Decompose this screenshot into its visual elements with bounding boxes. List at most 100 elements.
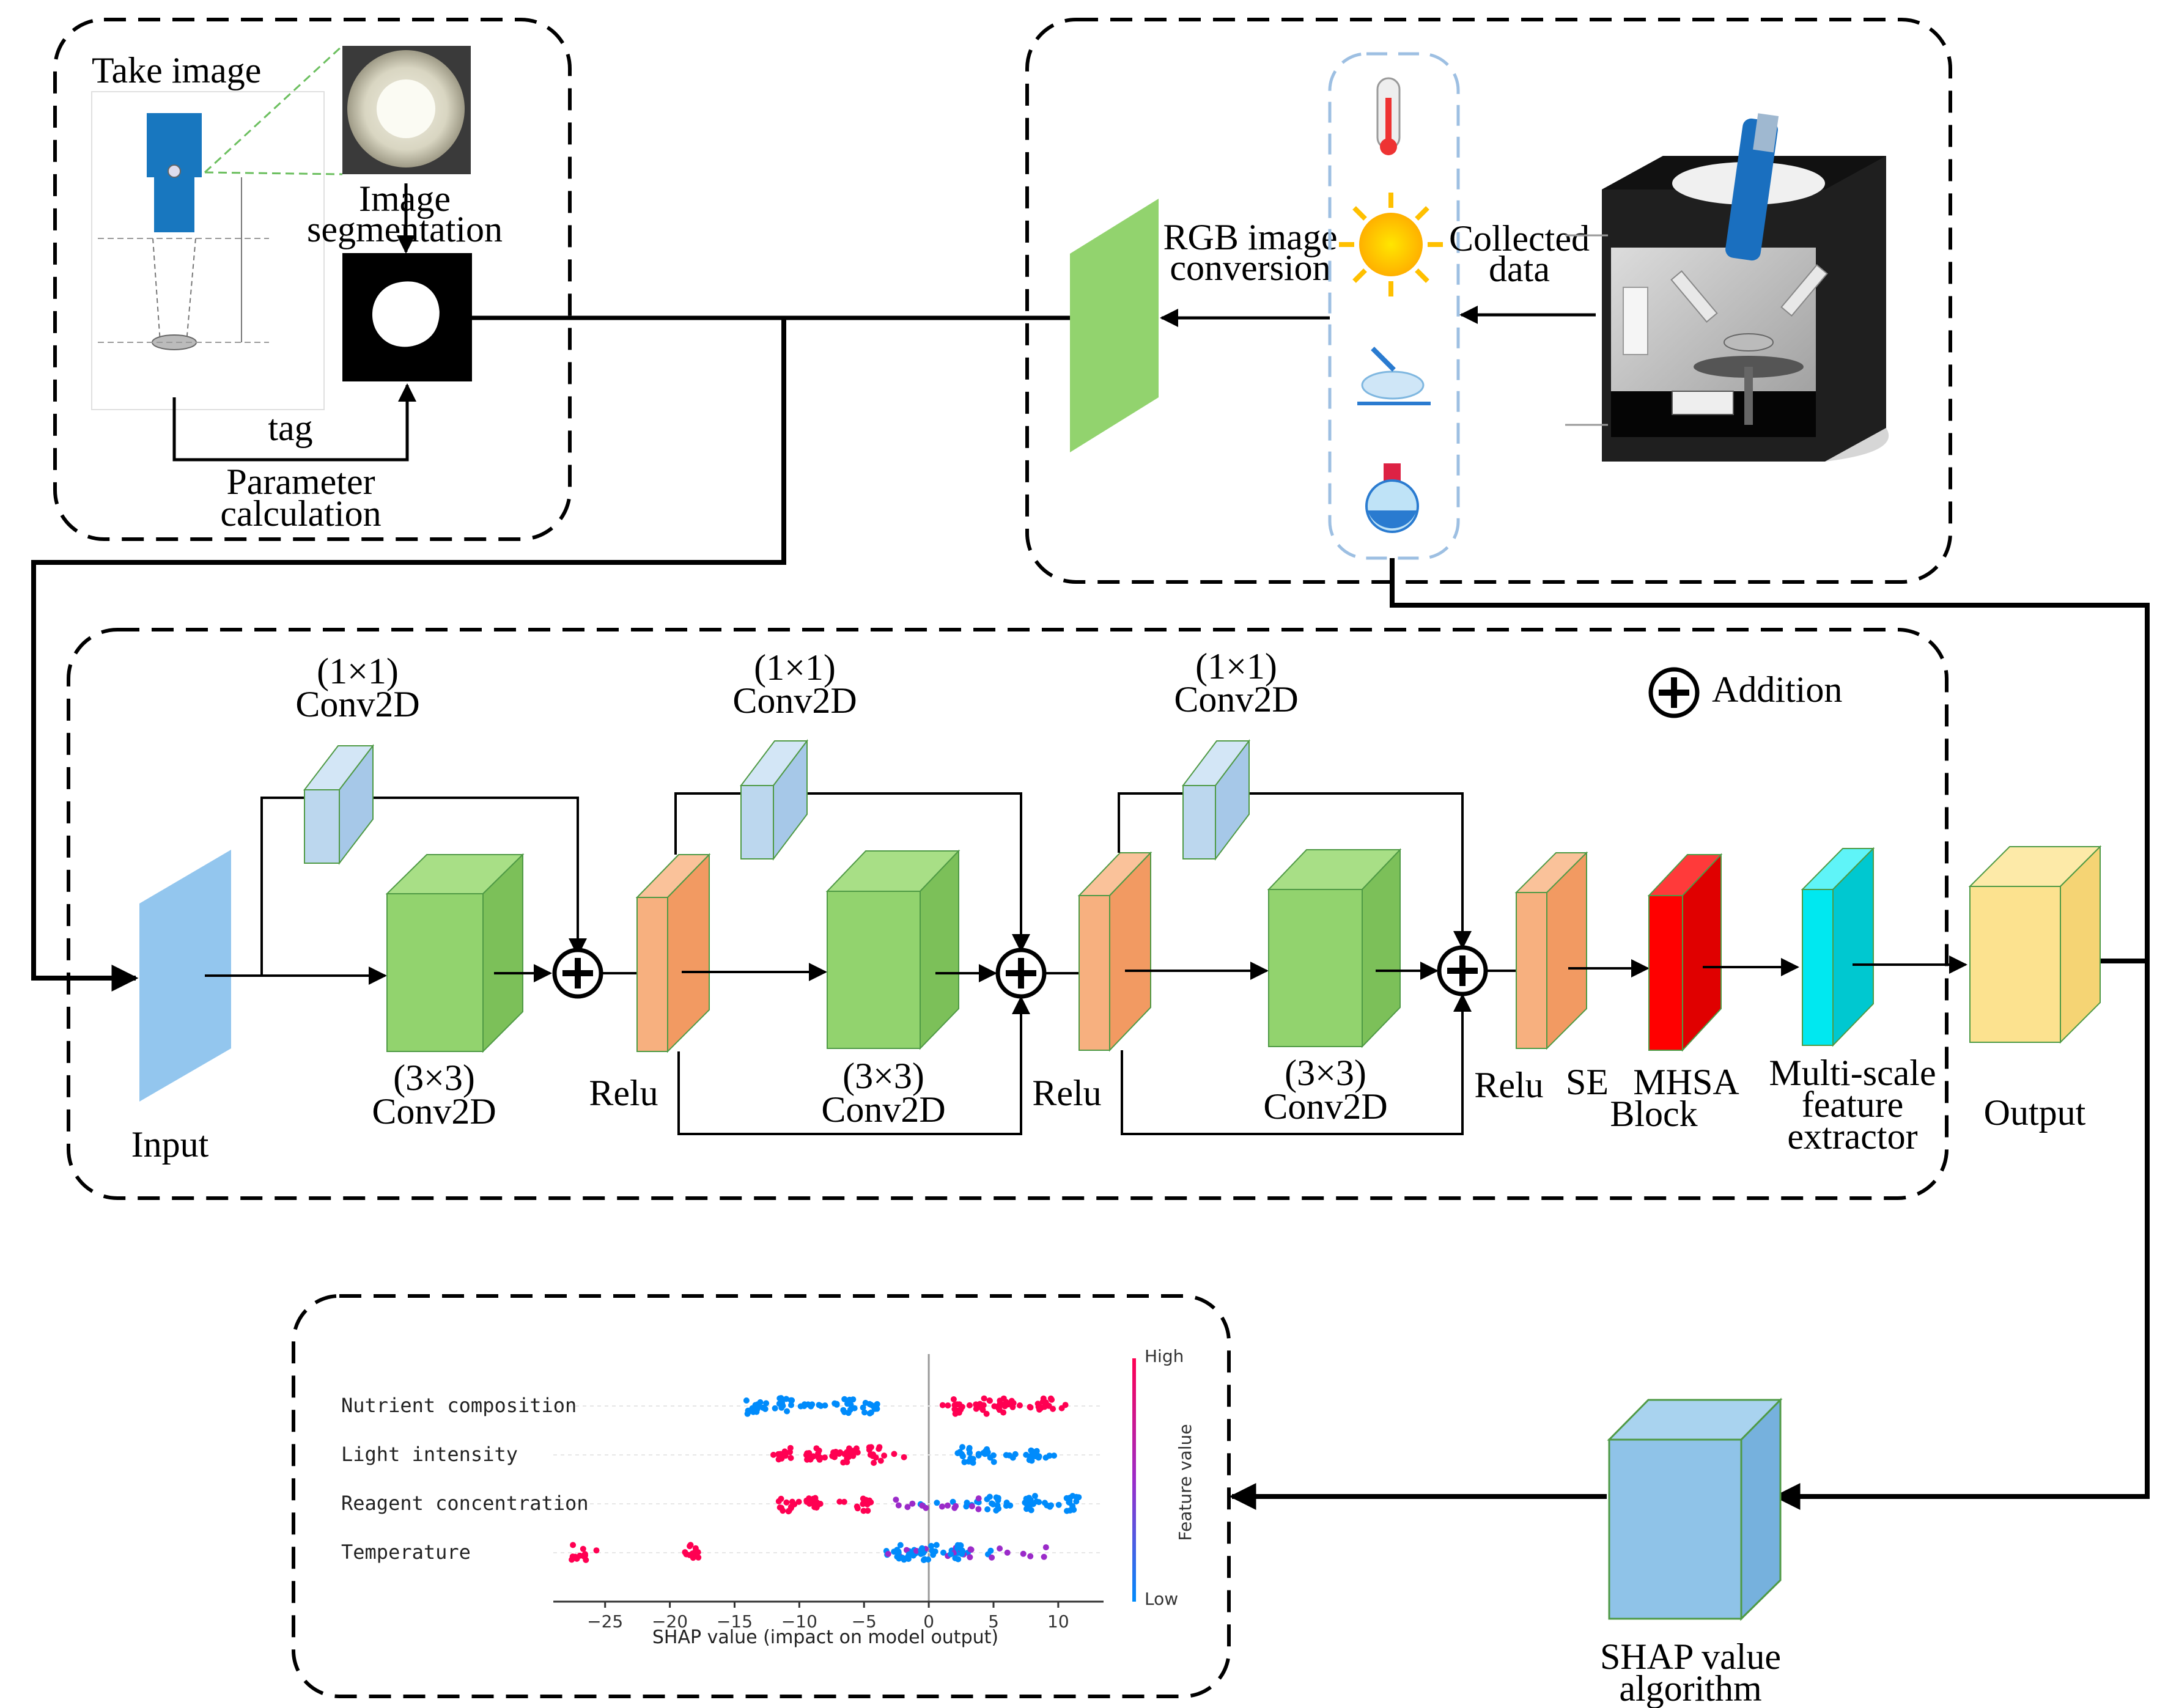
shap-point [1042, 1544, 1049, 1551]
shap-point [923, 1504, 929, 1511]
shap-point [1001, 1403, 1008, 1410]
shap-point [990, 1501, 997, 1507]
shap-point [1028, 1507, 1034, 1514]
shap-point [1031, 1493, 1038, 1500]
shap-point [803, 1497, 810, 1504]
rgb-conversion-label-1: RGB image [1163, 217, 1338, 257]
shap-point [787, 1397, 794, 1404]
shap-point [866, 1410, 873, 1417]
shap-point [895, 1502, 902, 1509]
panel-data-collection [1025, 18, 1952, 584]
shap-feature-label: Light intensity [341, 1443, 518, 1466]
shap-point [967, 1546, 974, 1553]
panel-network [67, 628, 1949, 1200]
conv1x1-1-label: Conv2D [295, 684, 419, 724]
shap-point [804, 1456, 810, 1463]
msfe-label-3: extractor [1787, 1116, 1917, 1157]
shap-point [921, 1556, 928, 1563]
se-label: SE [1566, 1062, 1609, 1102]
shap-point [930, 1552, 937, 1558]
shap-point [695, 1549, 701, 1556]
shap-colorbar-high: High [1145, 1346, 1184, 1366]
shap-point [583, 1556, 589, 1563]
flow-skip2-add [807, 792, 1030, 952]
shap-point [854, 1505, 861, 1512]
flow-relu2-residual [1121, 993, 1472, 1135]
addition-legend-label: Addition [1712, 669, 1842, 710]
shap-point [816, 1402, 822, 1408]
conv1x1-2-label: Conv2D [732, 680, 857, 721]
shap-point [763, 1400, 770, 1407]
shap-point [850, 1450, 857, 1457]
shap-point [1017, 1402, 1023, 1408]
shap-point [909, 1500, 916, 1507]
conv1x1-3-size: (1×1) [1195, 646, 1277, 687]
shap-point [814, 1499, 820, 1506]
shap-point [938, 1503, 945, 1510]
shap-point [959, 1551, 965, 1558]
shap-point [787, 1449, 793, 1456]
shap-point [901, 1454, 907, 1460]
conv3x3-block-1 [385, 853, 525, 1053]
shap-point [1045, 1402, 1052, 1409]
imaging-chamber-device [1565, 113, 1889, 462]
shap-feature-row: Reagent concentration [341, 1492, 1104, 1515]
flow-skip3-add [1247, 792, 1472, 949]
shap-point [788, 1402, 794, 1408]
take-image-label: Take image [92, 50, 261, 90]
se-block [1514, 851, 1588, 1050]
shap-point [695, 1554, 702, 1561]
rgb-to-input-connector [31, 318, 786, 992]
shap-point [975, 1495, 982, 1502]
shap-point [759, 1404, 766, 1411]
add-icon-3 [1437, 945, 1488, 996]
shap-point [991, 1403, 998, 1410]
shap-point [994, 1495, 1001, 1502]
shap-point [860, 1404, 866, 1411]
shap-point [844, 1455, 850, 1462]
shap-point [810, 1453, 817, 1460]
shap-point [1028, 1457, 1035, 1464]
shap-point [833, 1401, 840, 1408]
shap-point [1028, 1447, 1034, 1454]
parameter-calc-label-1: Parameter [226, 462, 375, 502]
shap-point [973, 1405, 979, 1412]
shap-point [690, 1555, 696, 1561]
output-label: Output [1984, 1092, 2086, 1133]
panel-image-processing [53, 18, 572, 541]
relu-1-label: Relu [589, 1073, 658, 1113]
shap-point [861, 1409, 868, 1416]
shap-point [1046, 1452, 1053, 1459]
shap-point [1008, 1397, 1015, 1404]
shap-point [1038, 1405, 1044, 1412]
shap-feature-row: Light intensity [341, 1443, 1104, 1466]
shap-point [957, 1449, 964, 1456]
mhsa-block [1647, 853, 1723, 1052]
shap-point [1024, 1503, 1031, 1509]
add-icon-1 [552, 948, 603, 999]
shap-point [939, 1402, 946, 1408]
shap-point [968, 1503, 975, 1509]
shap-point [687, 1542, 694, 1548]
collected-data-label-2: data [1489, 249, 1550, 289]
shap-point [783, 1499, 790, 1506]
shap-point [772, 1405, 778, 1412]
shap-point [966, 1402, 973, 1408]
shap-point [810, 1495, 817, 1502]
shap-point [1003, 1452, 1009, 1459]
rgb-image-plane [1070, 199, 1159, 452]
shap-feature-label: Temperature [341, 1541, 471, 1564]
shap-point [782, 1452, 789, 1459]
shap-point [1073, 1493, 1080, 1500]
factors-to-shap-connector [1390, 558, 2150, 1510]
msfe-label-2: feature [1802, 1084, 1904, 1125]
shap-point [865, 1507, 871, 1514]
shap-x-axis-label: SHAP value (impact on model output) [652, 1627, 998, 1648]
shap-point [1033, 1498, 1040, 1505]
shap-point [885, 1551, 891, 1557]
shap-point [1067, 1495, 1073, 1501]
shap-point [952, 1555, 959, 1561]
shap-point [844, 1401, 850, 1407]
shap-point [841, 1498, 847, 1505]
